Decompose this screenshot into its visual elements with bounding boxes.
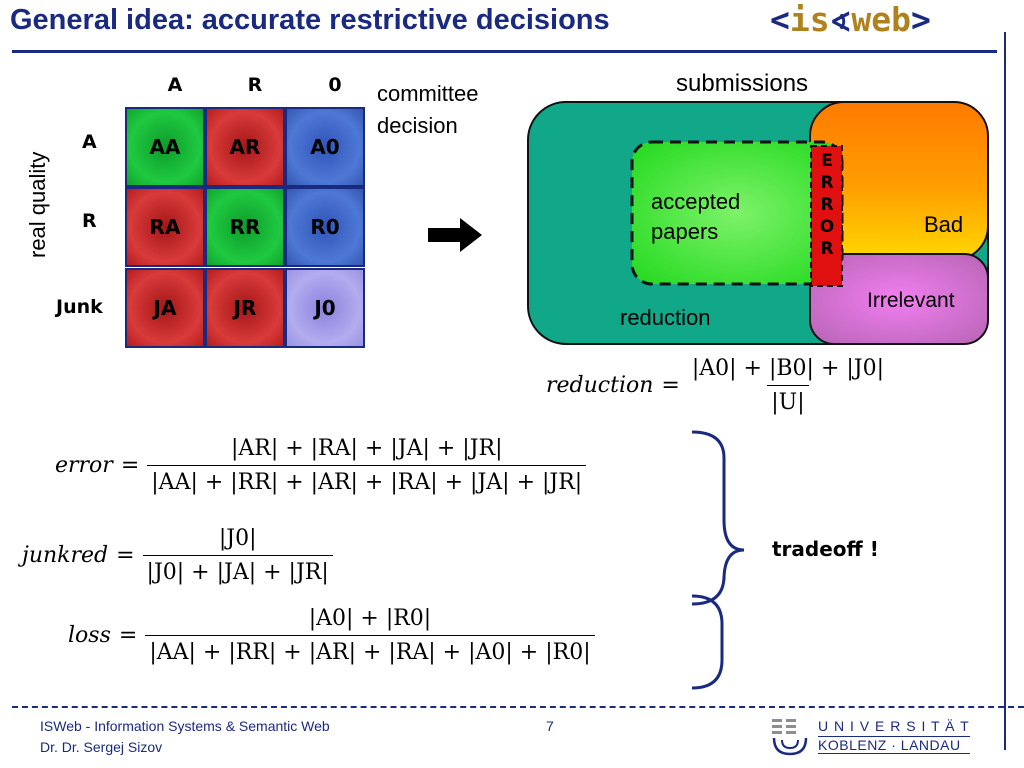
cell-a0: A0 <box>285 107 365 187</box>
bad-label: Bad <box>924 212 964 237</box>
row-header-junk: Junk <box>56 296 103 318</box>
error-strip <box>810 145 843 287</box>
irrelevant-region <box>809 253 989 345</box>
isweb-logo: <is∢web> <box>770 0 931 39</box>
reduction-formula: reduction= |A0| + |B0| + |J0||U| <box>546 356 885 415</box>
row-header-a: A <box>82 131 97 153</box>
submissions-label: submissions <box>676 70 809 97</box>
col-header-a: A <box>167 74 183 96</box>
right-brace-icon <box>691 430 745 690</box>
footer-org: ISWeb - Information Systems & Semantic W… <box>40 718 330 734</box>
cell-ra: RA <box>125 187 205 267</box>
tradeoff-label: tradeoff ! <box>772 537 879 561</box>
university-name: U N I V E R S I T Ä T KOBLENZ · LANDAU <box>818 718 970 754</box>
slide-title: General idea: accurate restrictive decis… <box>10 4 610 36</box>
loss-formula: loss= |A0| + |R0||AA| + |RR| + |AR| + |R… <box>68 606 595 665</box>
right-arrow-icon <box>428 218 482 252</box>
page-number: 7 <box>546 718 554 734</box>
col-header-0: 0 <box>328 74 342 96</box>
university-emblem-icon <box>772 719 808 756</box>
irrelevant-label: Irrelevant <box>867 289 955 312</box>
col-header-r: R <box>247 74 263 96</box>
submissions-diagram <box>527 101 989 345</box>
cell-rr: RR <box>205 187 285 267</box>
row-header-r: R <box>82 210 97 232</box>
title-divider <box>12 50 997 53</box>
error-label: E R R O R <box>819 151 835 259</box>
cell-r0: R0 <box>285 187 365 267</box>
cell-ar: AR <box>205 107 285 187</box>
footer-divider <box>12 706 1024 708</box>
cell-aa: AA <box>125 107 205 187</box>
cell-jr: JR <box>205 268 285 348</box>
reduction-label: reduction <box>620 305 711 330</box>
right-border <box>1004 32 1006 750</box>
committee-decision-label: committee decision <box>377 81 479 138</box>
junkred-formula: junkred= |J0||J0| + |JA| + |JR| <box>22 526 333 585</box>
footer-author: Dr. Dr. Sergej Sizov <box>40 739 163 755</box>
error-formula: error= |AR| + |RA| + |JA| + |JR||AA| + |… <box>55 436 587 495</box>
accepted-papers-label: accepted papers <box>651 189 741 244</box>
real-quality-label: real quality <box>25 151 50 258</box>
cell-j0: J0 <box>285 268 365 348</box>
university-line2: KOBLENZ · LANDAU <box>818 736 970 754</box>
university-line1: U N I V E R S I T Ä T <box>818 718 970 734</box>
cell-ja: JA <box>125 268 205 348</box>
share-icon: ∢ <box>829 8 852 38</box>
